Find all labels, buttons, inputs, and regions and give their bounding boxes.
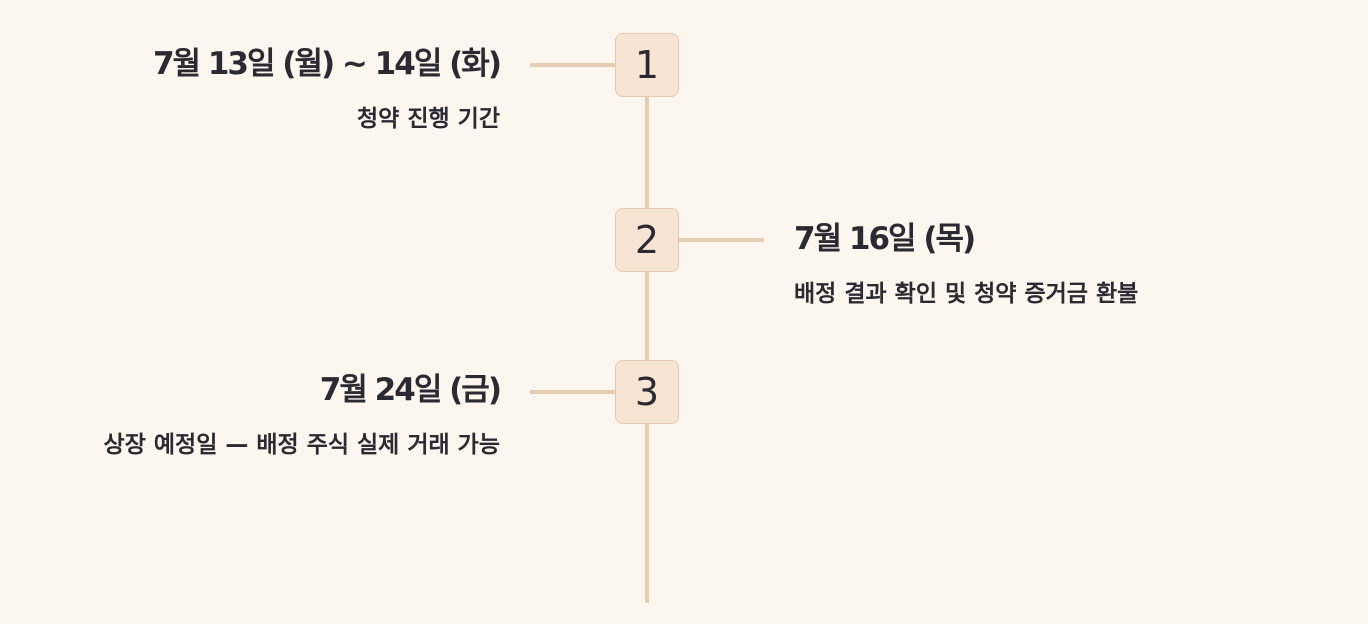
event-description: 청약 진행 기간 [357, 106, 500, 132]
event-step-3: 7월 24일 (금) 상장 예정일 — 배정 주식 실제 거래 가능 [103, 370, 502, 460]
step-badge-2: 2 [615, 208, 679, 272]
event-date: 7월 24일 (금) [319, 372, 502, 408]
step-badge-1: 1 [615, 33, 679, 97]
event-step-1: 7월 13일 (월) ~ 14일 (화) 청약 진행 기간 [152, 44, 502, 134]
event-description: 상장 예정일 — 배정 주식 실제 거래 가능 [103, 432, 500, 458]
timeline-vertical-line [645, 64, 649, 603]
connector-step-1 [530, 63, 616, 67]
connector-step-2 [678, 238, 764, 242]
connector-step-3 [530, 390, 616, 394]
event-date: 7월 16일 (목) [794, 221, 976, 257]
event-description: 배정 결과 확인 및 청약 증거금 환불 [794, 281, 1139, 307]
event-step-2: 7월 16일 (목) 배정 결과 확인 및 청약 증거금 환불 [794, 219, 1138, 309]
step-badge-3: 3 [615, 360, 679, 424]
event-date: 7월 13일 (월) ~ 14일 (화) [152, 46, 502, 82]
